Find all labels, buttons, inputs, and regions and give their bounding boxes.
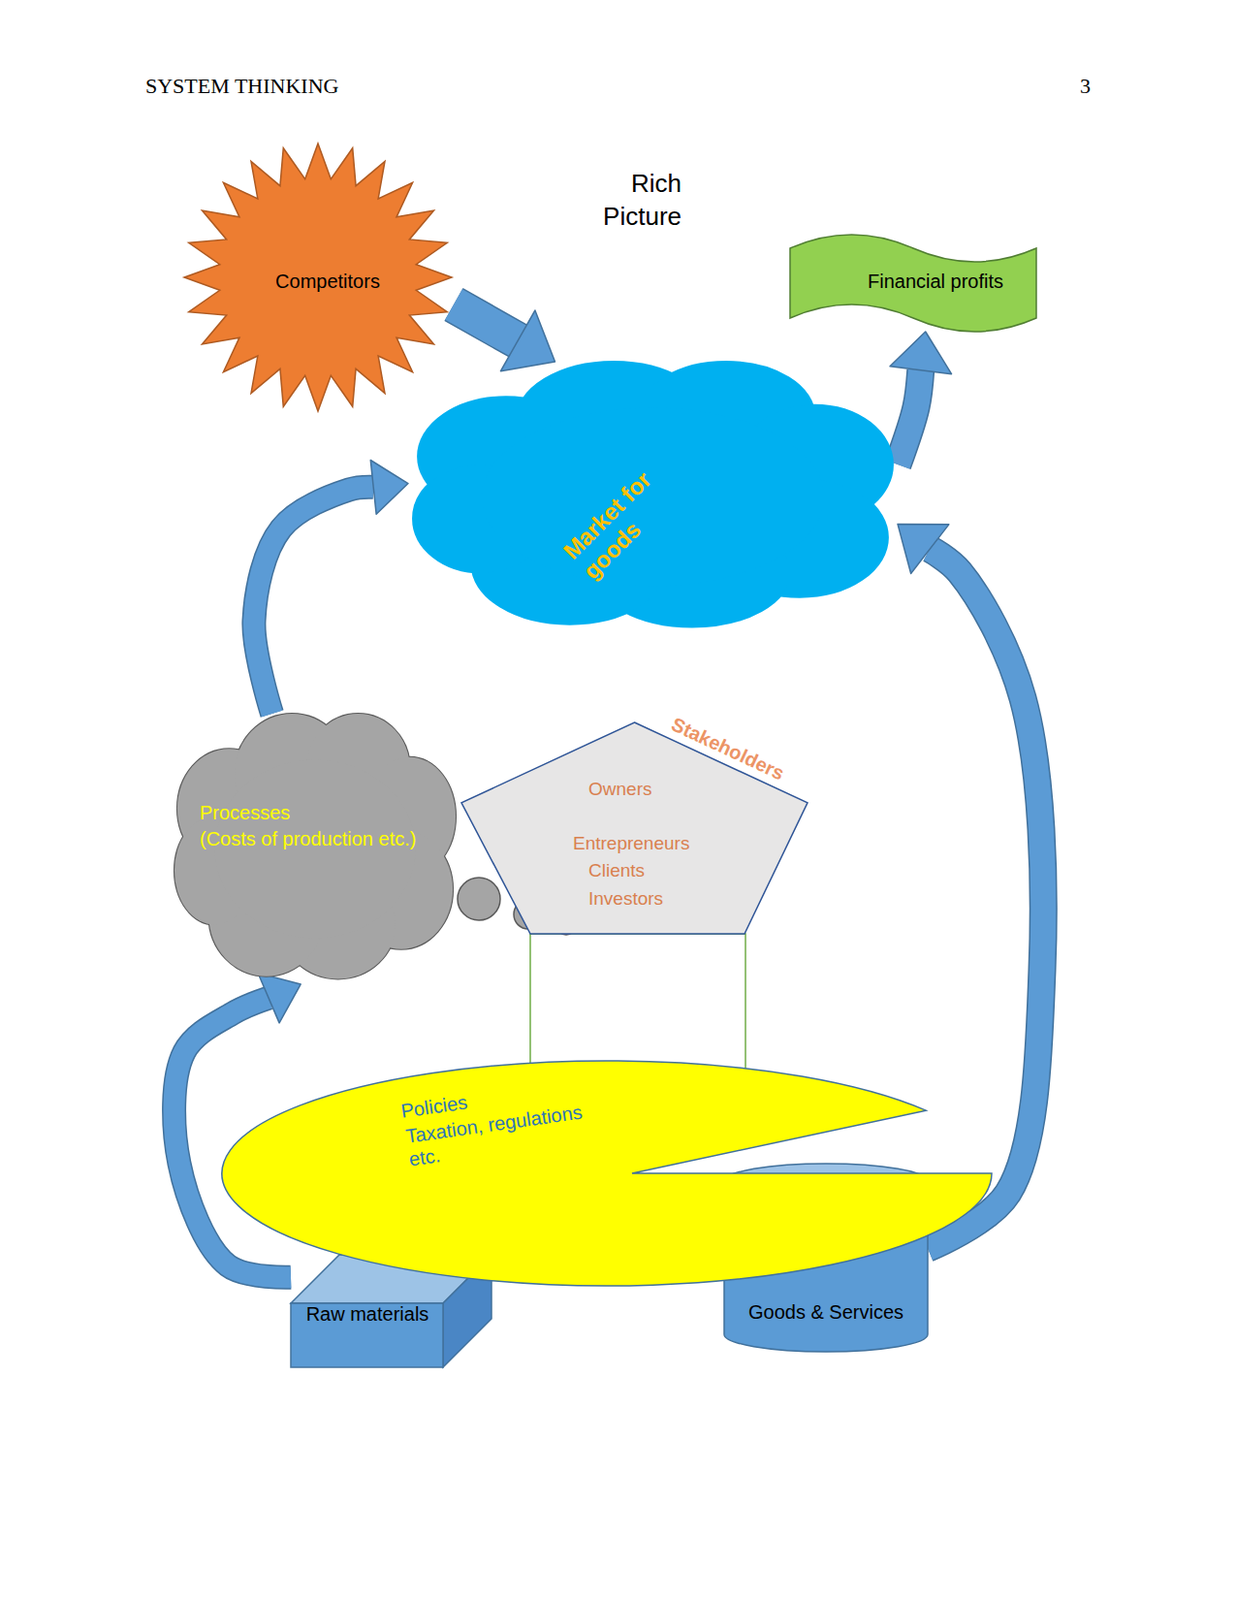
shape (790, 234, 1037, 332)
shape (184, 143, 452, 412)
arrow-body (927, 548, 1044, 1248)
block-arrow (253, 459, 409, 714)
node-text: Owners (588, 777, 744, 800)
node-text: Investors (588, 887, 744, 910)
title-box: Rich Picture (584, 166, 682, 233)
node-label: Raw materials (293, 1301, 442, 1326)
text-holder: Entrepreneurs (572, 831, 738, 855)
arrow-outline (253, 486, 374, 714)
arrow-outline (927, 548, 1044, 1248)
shape (221, 1060, 992, 1286)
cloud-lobe (481, 407, 825, 586)
label-text: 3 (1061, 73, 1091, 99)
node-text: Entrepreneurs (572, 831, 738, 855)
text-holder: Investors (588, 887, 744, 910)
thought-bubble (457, 877, 501, 920)
title: Rich Picture (584, 166, 682, 233)
text-holder: Processes (199, 800, 443, 824)
arrow-body (253, 486, 374, 714)
block-arrow (889, 331, 952, 465)
page-number: 3 (1061, 73, 1091, 99)
cylinder-body (724, 1180, 928, 1352)
cloud-outline (174, 713, 456, 979)
text-holder: Owners (588, 777, 744, 800)
cloud-outline (412, 361, 893, 627)
block-arrow (897, 523, 1044, 1248)
shape (290, 1254, 492, 1367)
banner-shape (790, 234, 1037, 332)
profits-banner: Financial profits (790, 234, 1037, 332)
text-holder: Competitors (230, 269, 425, 293)
arrow-outline (897, 370, 921, 465)
cube-side (443, 1254, 492, 1367)
cloud-lobe (481, 407, 825, 586)
running-header: SYSTEM THINKING (145, 73, 398, 99)
arrow-outline (453, 304, 518, 341)
shape (412, 361, 893, 627)
label-text: SYSTEM THINKING (145, 73, 398, 99)
shape (174, 713, 456, 979)
arrow-head (370, 459, 409, 514)
arrow-body (897, 370, 921, 465)
node-label: Goods & Services (728, 1299, 923, 1324)
starburst (184, 143, 452, 412)
text-holder: Raw materials (293, 1301, 442, 1326)
pacman-ellipse (221, 1060, 992, 1286)
cloud-fill (412, 361, 893, 627)
block-arrow (453, 304, 556, 372)
arrow-head (500, 310, 555, 372)
text-holder: Goods & Services (728, 1299, 923, 1324)
node-text: (Costs of production etc.) (199, 826, 447, 851)
node-label: Financial profits (838, 269, 1033, 293)
node-label: Competitors (230, 269, 425, 293)
policies-ellipse: PoliciesTaxation, regulations etc. (221, 1060, 992, 1286)
arrow-head (897, 523, 950, 573)
node-label: Processes (199, 800, 443, 824)
node-outline (221, 1060, 992, 1286)
arrow-head (889, 331, 952, 375)
node-text: Clients (588, 858, 744, 882)
text-holder: Financial profits (838, 269, 1033, 293)
market-cloud: Market for goods (408, 361, 898, 633)
stakeholders-pentagon: StakeholdersOwnersEntrepreneursClientsIn… (461, 722, 808, 934)
cloud-fill (174, 713, 456, 979)
cube-front (290, 1302, 444, 1367)
text-holder: Clients (588, 858, 744, 882)
competitors-starburst: Competitors (182, 141, 454, 413)
shape (724, 1163, 928, 1352)
cylinder-top (724, 1163, 928, 1199)
arrow-head (257, 972, 301, 1022)
text-holder: (Costs of production etc.) (199, 826, 447, 851)
arrow-body (453, 304, 518, 341)
processes-cloud: Processes(Costs of production etc.) (171, 713, 459, 984)
